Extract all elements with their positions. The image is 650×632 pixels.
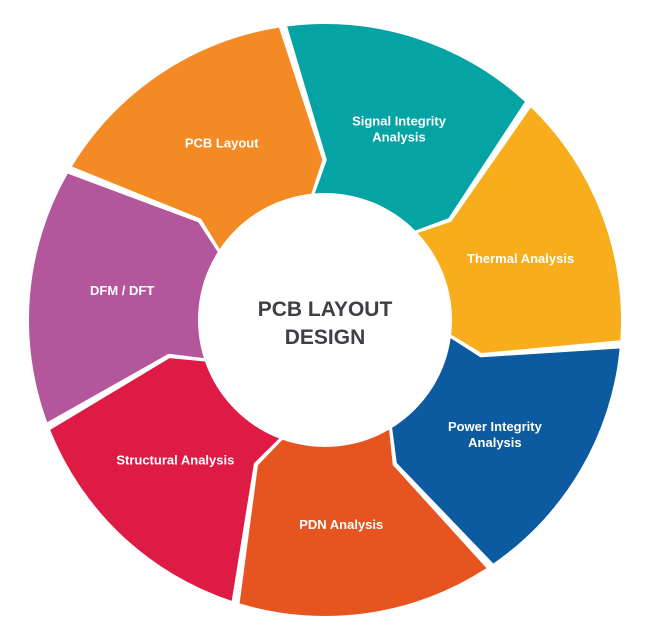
segment-power-integrity bbox=[390, 331, 620, 564]
center-title-line-2: DESIGN bbox=[285, 326, 366, 349]
segment-label-structural-analysis: Structural Analysis bbox=[116, 453, 234, 468]
segment-pcb-layout bbox=[71, 27, 323, 261]
segment-label-line: PDN Analysis bbox=[299, 517, 383, 532]
segment-label-dfm-dft: DFM / DFT bbox=[90, 283, 154, 298]
segment-label-line: Power Integrity bbox=[448, 419, 543, 434]
segment-dfm-dft bbox=[28, 173, 226, 423]
segment-label-line: PCB Layout bbox=[185, 135, 259, 150]
segment-label-line: DFM / DFT bbox=[90, 283, 154, 298]
cycle-segments bbox=[28, 24, 622, 617]
segment-label-line: Structural Analysis bbox=[116, 453, 234, 468]
segment-label-line: Analysis bbox=[372, 129, 425, 144]
segment-label-thermal-analysis: Thermal Analysis bbox=[467, 251, 574, 266]
segment-label-line: Thermal Analysis bbox=[467, 251, 574, 266]
segment-label-pdn-analysis: PDN Analysis bbox=[299, 517, 383, 532]
center-title-line-1: PCB LAYOUT bbox=[258, 298, 393, 321]
segment-label-pcb-layout: PCB Layout bbox=[185, 135, 259, 150]
center-hub bbox=[198, 193, 452, 447]
segment-structural-analysis bbox=[50, 358, 289, 601]
segment-pdn-analysis bbox=[239, 416, 487, 617]
segment-label-line: Signal Integrity bbox=[352, 113, 447, 128]
segment-signal-integrity bbox=[287, 24, 525, 236]
segment-label-line: Analysis bbox=[468, 435, 521, 450]
segment-thermal-analysis bbox=[405, 107, 622, 354]
